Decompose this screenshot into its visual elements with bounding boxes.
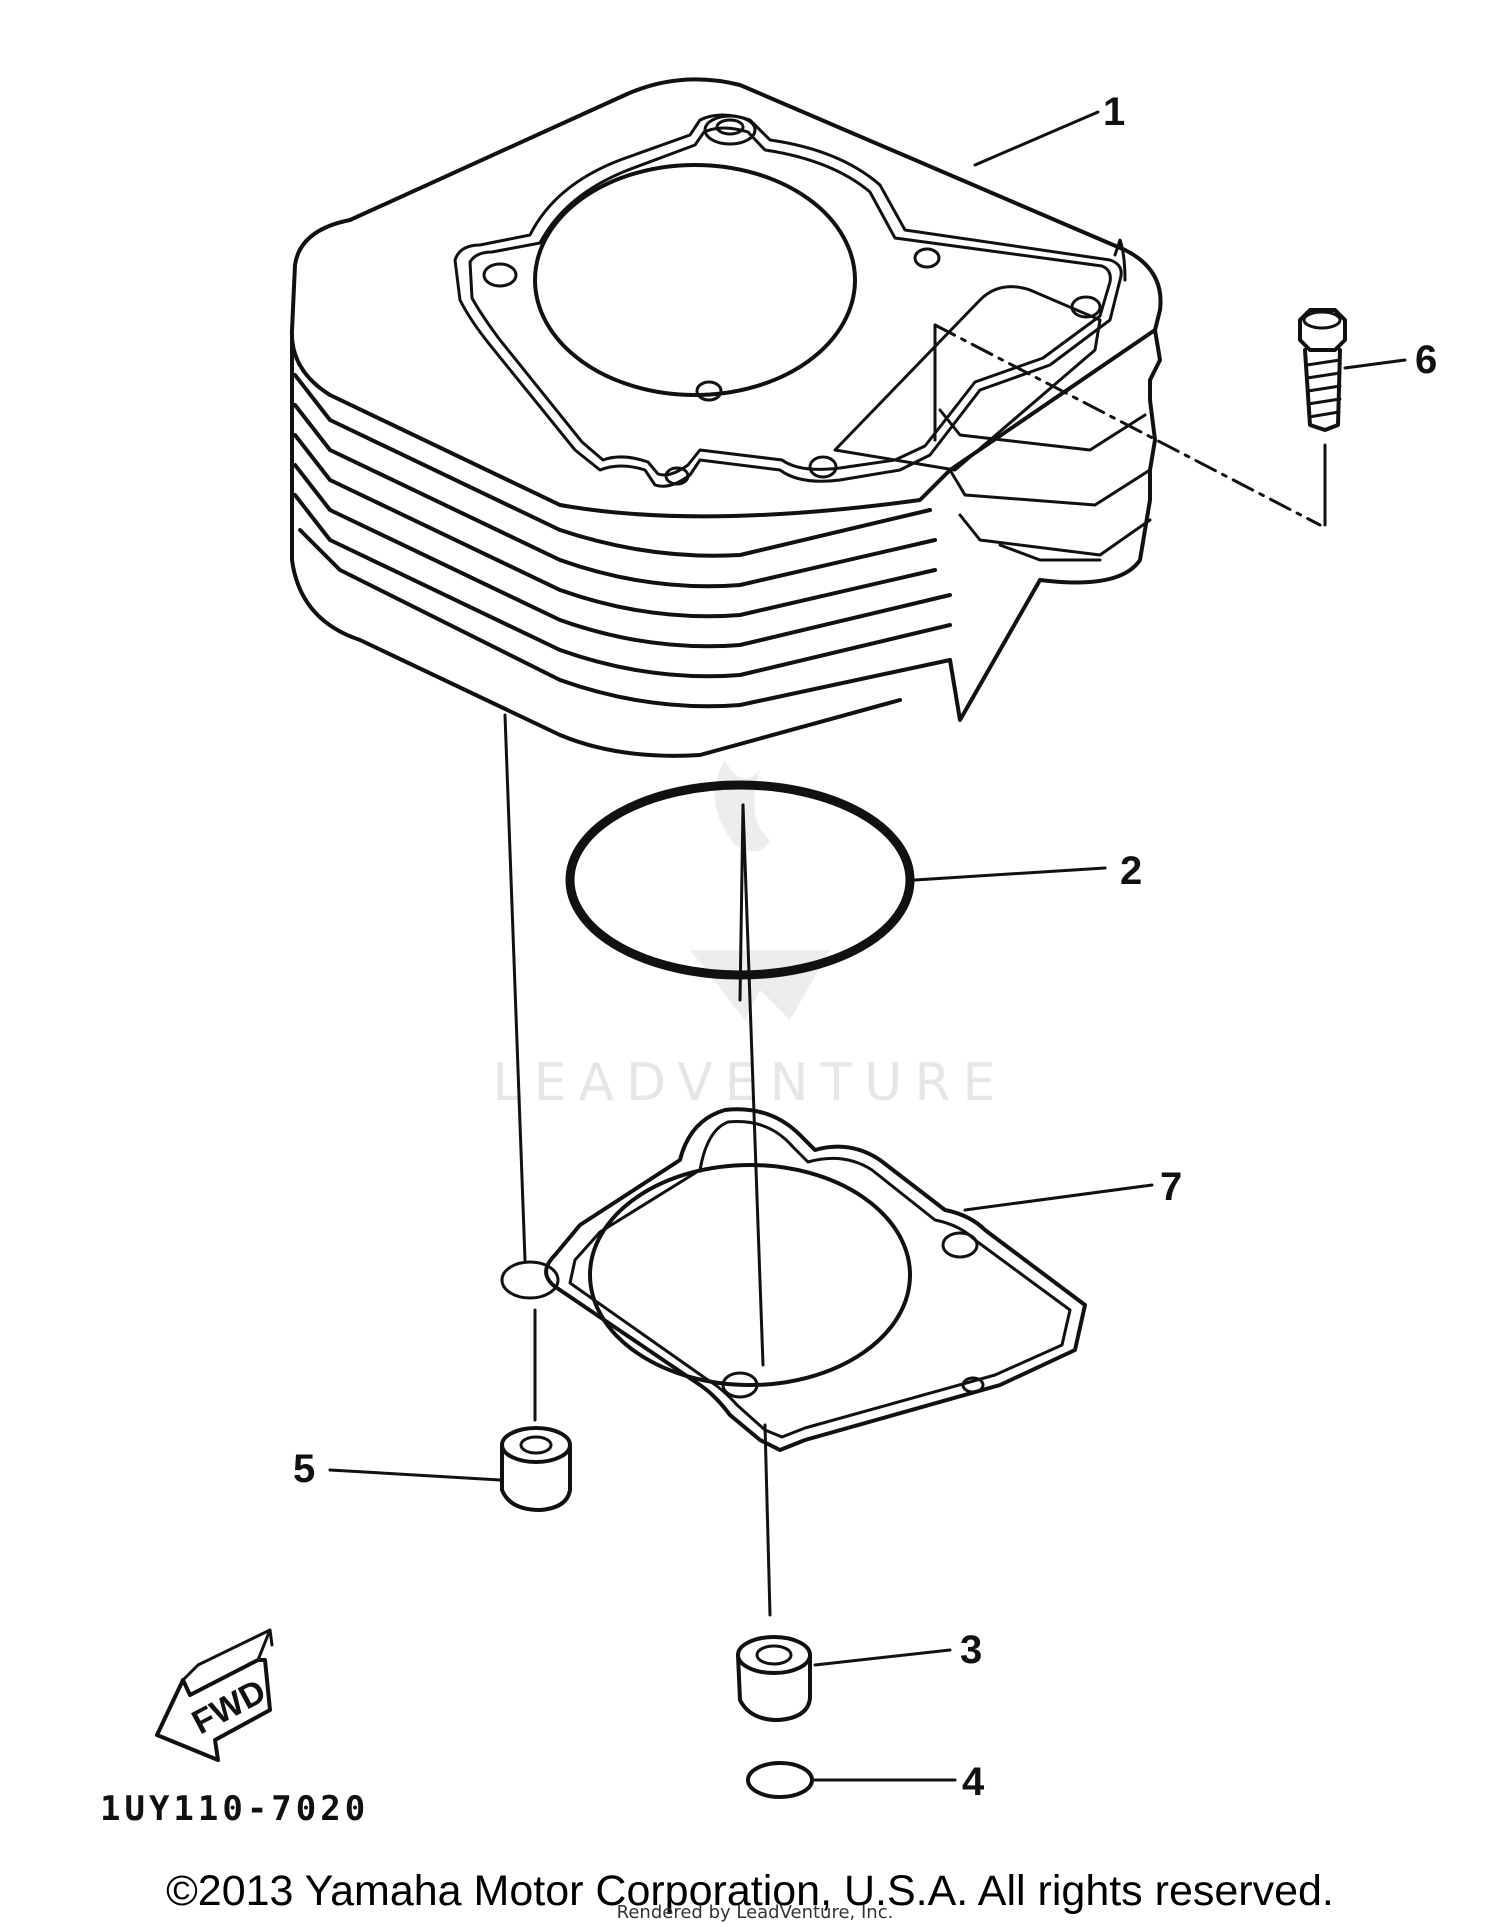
callout-3: 3 [960, 1628, 982, 1672]
bolt-part[interactable] [1298, 308, 1407, 527]
watermark-text: LEADVENTURE [493, 1053, 1008, 1113]
small-o-ring-part[interactable] [746, 1761, 957, 1799]
cylinder-part[interactable] [289, 77, 1322, 758]
dowel-pin-5-part[interactable] [328, 1426, 572, 1512]
callout-6: 6 [1415, 338, 1437, 382]
copyright-text: ©2013 Yamaha Motor Corporation, U.S.A. A… [166, 1867, 1334, 1915]
callout-7: 7 [1160, 1165, 1182, 1209]
fwd-arrow-icon: FWD [155, 1628, 274, 1762]
o-ring-part[interactable] [565, 780, 1107, 980]
diagram-code: 1UY110-7020 [100, 1789, 369, 1829]
callout-5: 5 [293, 1447, 315, 1491]
leadventure-watermark: LEADVENTURE [493, 760, 1008, 1113]
base-gasket-part[interactable] [500, 1107, 1154, 1452]
rendered-by-text: Rendered by LeadVenture, Inc. [617, 1902, 894, 1923]
dowel-pin-3-part[interactable] [736, 1635, 952, 1722]
callout-2: 2 [1120, 849, 1142, 893]
callout-1: 1 [1103, 90, 1125, 134]
alignment-lines [503, 713, 772, 1617]
callout-4: 4 [962, 1760, 985, 1804]
